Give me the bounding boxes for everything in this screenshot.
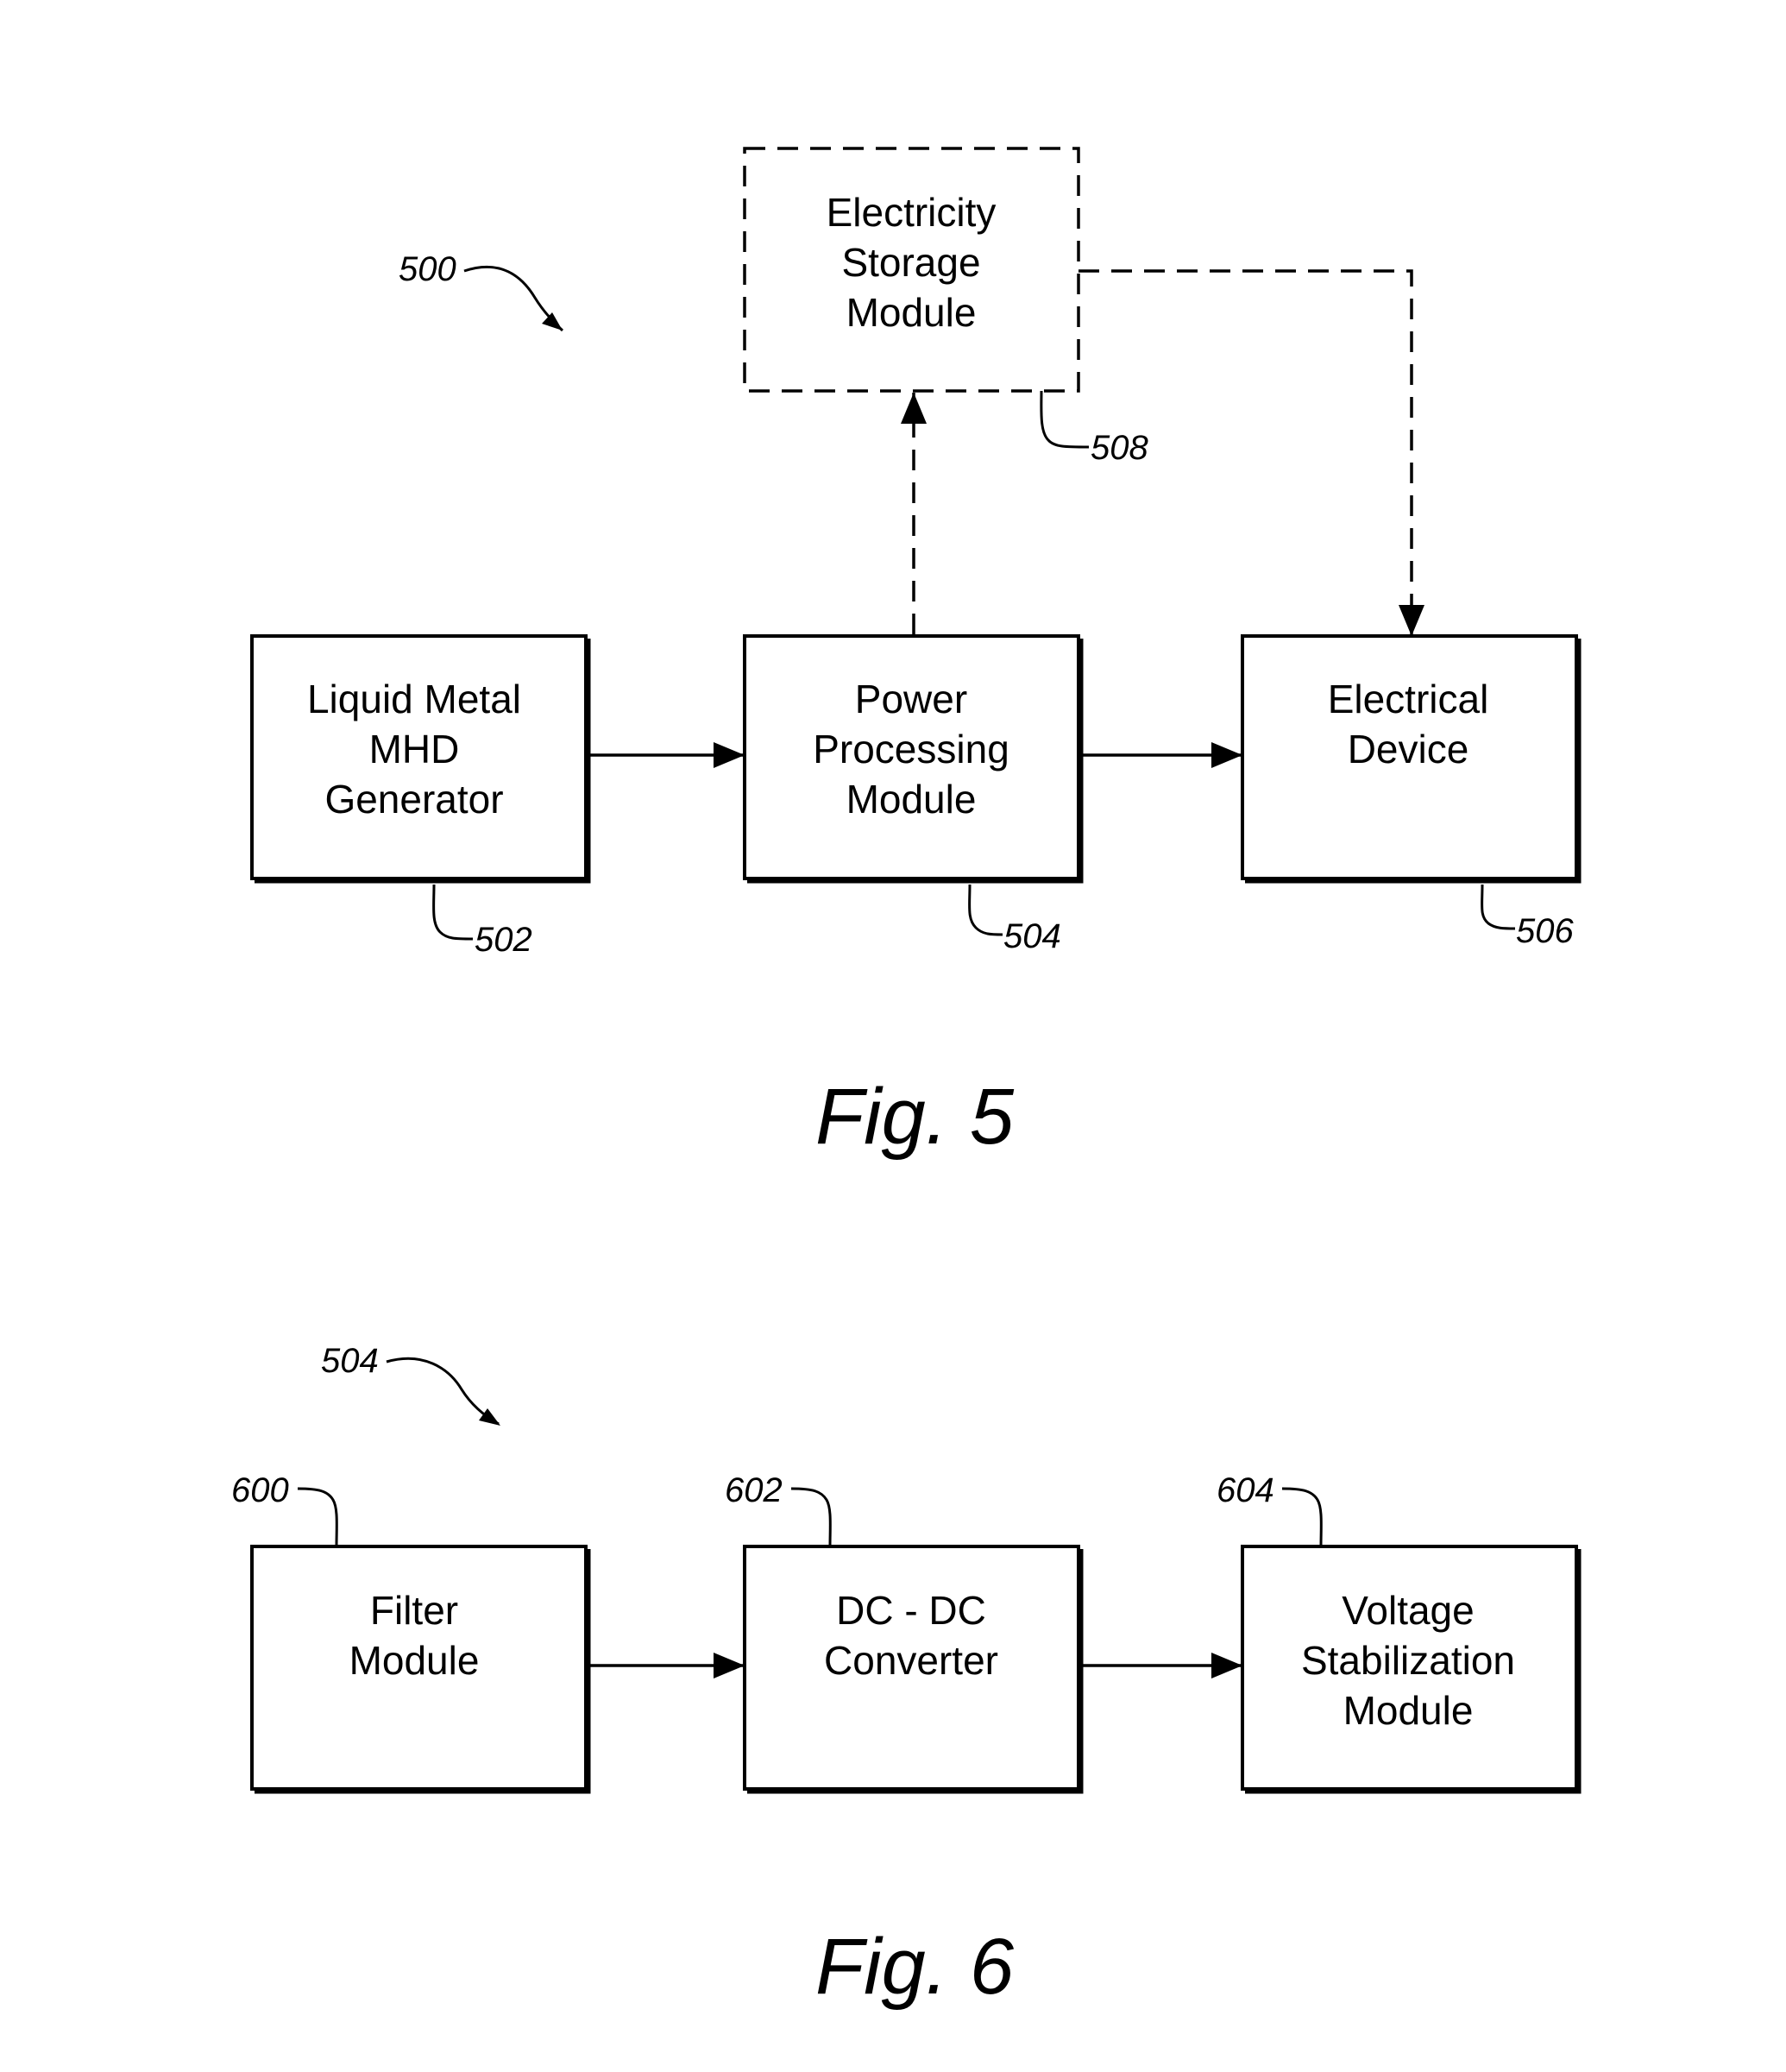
ref-600-label: 600 [231,1471,289,1509]
stabilizer-line-3: Module [1343,1688,1474,1733]
voltage-stabilization-module-box: Voltage Stabilization Module [1242,1546,1579,1792]
liquid-metal-mhd-generator-box: Liquid Metal MHD Generator [252,636,588,881]
filter-module-box: Filter Module [252,1546,588,1792]
power-line-1: Power [855,677,967,721]
ref-602-leader [791,1489,830,1546]
ref-508-leader [1041,391,1089,447]
stabilizer-line-1: Voltage [1342,1588,1474,1633]
ref-504-leader [970,885,1003,935]
electrical-device-box: Electrical Device [1242,636,1579,881]
device-line-1: Electrical [1328,677,1489,721]
filter-line-2: Module [349,1638,480,1683]
power-processing-module-box: Power Processing Module [745,636,1081,881]
ref-502-leader [434,885,473,939]
converter-line-1: DC - DC [836,1588,986,1633]
storage-line-1: Electricity [827,190,997,235]
stabilizer-line-2: Stabilization [1301,1638,1515,1683]
figure-6-caption: Fig. 6 [815,1923,1015,2011]
storage-line-3: Module [846,290,977,335]
ref-502-label: 502 [475,921,532,959]
power-line-3: Module [846,777,977,822]
generator-line-1: Liquid Metal [307,677,521,721]
ref-508-label: 508 [1091,429,1148,467]
generator-line-2: MHD [369,727,460,771]
dc-dc-converter-box: DC - DC Converter [745,1546,1081,1792]
figure-5: 500 Electricity Storage Module 508 Liqui… [252,148,1579,1161]
device-line-2: Device [1348,727,1469,771]
ref-600-leader [298,1489,336,1546]
ref-504-label: 504 [1003,917,1061,955]
ref-602-label: 602 [725,1471,783,1509]
electricity-storage-module-box: Electricity Storage Module [745,148,1079,391]
ref-fig6-504-arrowhead [479,1408,500,1426]
ref-604-leader [1282,1489,1321,1546]
storage-line-2: Storage [841,240,980,285]
ref-500-arrowhead [542,312,563,331]
ref-500-label: 500 [399,250,456,288]
converter-line-2: Converter [824,1638,998,1683]
power-line-2: Processing [813,727,1009,771]
ref-506-label: 506 [1516,912,1574,950]
generator-line-3: Generator [324,777,503,822]
ref-fig6-504-leader [387,1358,499,1424]
ref-604-label: 604 [1217,1471,1274,1509]
ref-fig6-504-label: 504 [321,1342,379,1380]
ref-506-leader [1482,885,1515,929]
figure-6: 504 Filter Module 600 DC - DC Converter … [231,1342,1579,2011]
figure-5-caption: Fig. 5 [815,1073,1015,1161]
filter-line-1: Filter [370,1588,458,1633]
